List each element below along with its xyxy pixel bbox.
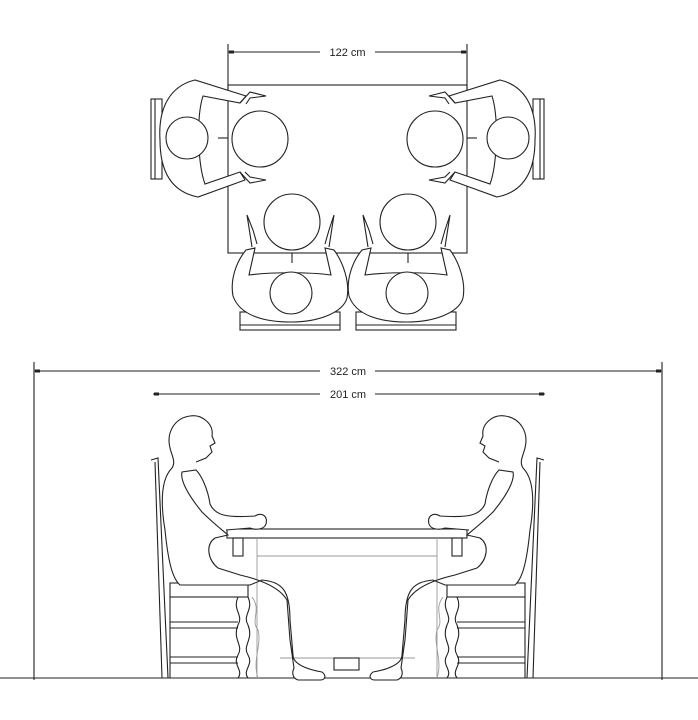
person-plan-bottom-right	[347, 193, 465, 331]
person-plan-bottom-left	[231, 193, 349, 331]
plan-view	[150, 79, 545, 331]
dimension-322: 322 cm	[33, 362, 663, 680]
dimension-label-201: 201 cm	[330, 389, 366, 401]
person-plan-right	[406, 79, 545, 198]
side-view	[0, 415, 698, 681]
dimension-201: 201 cm	[153, 389, 545, 401]
table-elevation	[226, 528, 468, 678]
person-plan-left	[150, 79, 289, 198]
dimension-label-322: 322 cm	[330, 366, 366, 378]
table-plan	[227, 84, 468, 254]
dimension-122: 122 cm	[227, 44, 468, 90]
person-side-left	[150, 415, 326, 681]
dimension-label-122: 122 cm	[329, 47, 365, 59]
person-side-right	[369, 415, 545, 681]
